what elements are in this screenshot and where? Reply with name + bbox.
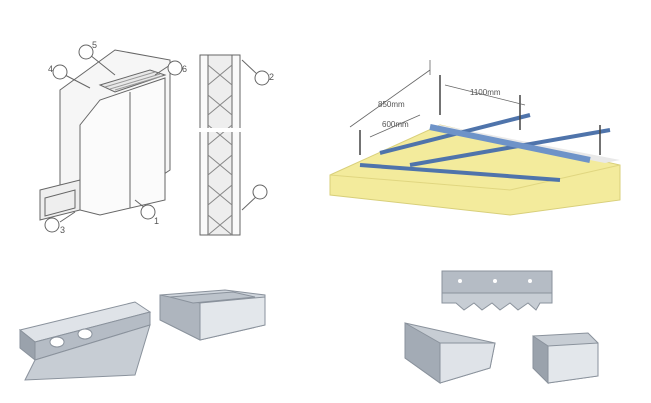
box-profile-image [528,328,603,388]
c-profile-image [400,318,500,388]
ceiling-system-drawing: 850mm 1100mm 600mm [320,55,635,220]
callout-4: 4 [48,64,53,74]
callout-6: 6 [182,64,187,74]
u-channel-profile-image [155,285,270,345]
callout-2: 2 [269,72,274,82]
callout-3: 3 [60,225,65,235]
dimension-1100: 1100mm [470,88,501,97]
wall-section-drawing: 4 5 6 3 1 2 [20,30,280,240]
c-stud-profile-image [15,290,155,385]
slotted-strip-image [440,268,555,313]
dimension-600: 600mm [382,120,409,129]
dimension-850: 850mm [378,100,405,109]
callout-5: 5 [92,40,97,50]
callout-1: 1 [154,216,159,226]
